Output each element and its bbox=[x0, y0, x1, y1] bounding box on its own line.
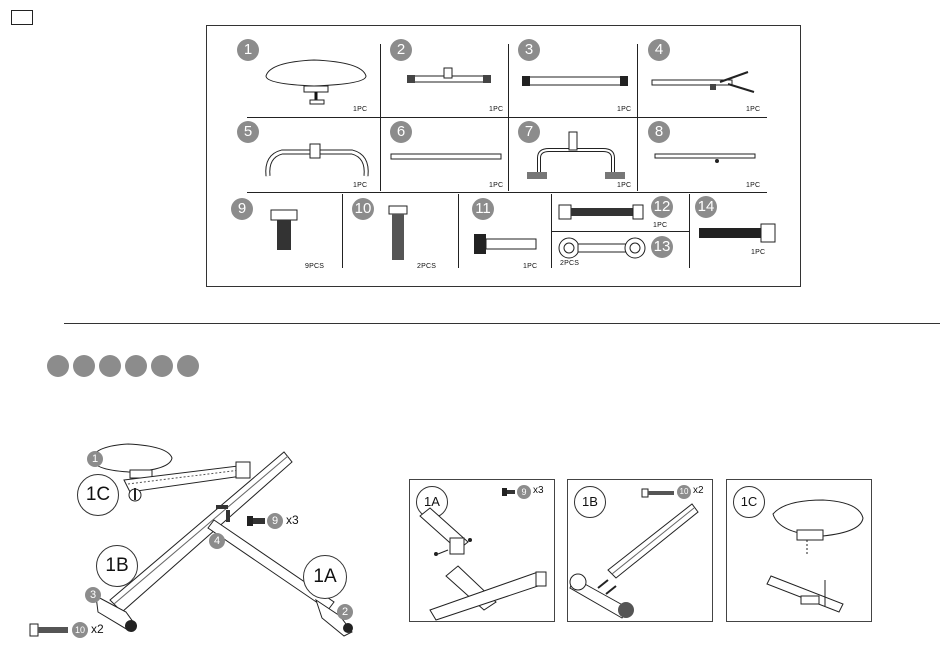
step-1A-callout: 1A bbox=[303, 555, 347, 599]
part-number-badge: 14 bbox=[695, 196, 717, 218]
part-number-badge: 4 bbox=[648, 39, 670, 61]
part-number-badge: 11 bbox=[472, 198, 494, 220]
wrench-icon bbox=[557, 236, 649, 260]
detail-1A-drawing bbox=[410, 480, 554, 621]
detail-box-1A: 1A 9 x3 bbox=[409, 479, 555, 622]
part-badge-10: 10 bbox=[72, 622, 88, 638]
threaded-rod-icon bbox=[557, 202, 647, 222]
part-badge-3: 3 bbox=[85, 587, 101, 603]
detail-box-1B: 1B 10 x2 bbox=[567, 479, 713, 622]
part-badge-1: 1 bbox=[87, 451, 103, 467]
part-qty: 1PC bbox=[746, 182, 760, 189]
support-bar-icon bbox=[653, 152, 759, 166]
rear-stabilizer-icon bbox=[522, 73, 632, 93]
bolt-10-count: x2 bbox=[91, 622, 104, 636]
hex-bolt-icon bbox=[697, 222, 779, 244]
part-qty: 2PCS bbox=[417, 263, 436, 270]
step-1C-callout: 1C bbox=[77, 474, 119, 516]
part-qty: 1PC bbox=[617, 106, 631, 113]
part-qty: 2PCS bbox=[560, 260, 579, 267]
part-number-badge: 13 bbox=[651, 236, 673, 258]
part-qty: 1PC bbox=[523, 263, 537, 270]
part-qty: 1PC bbox=[746, 106, 760, 113]
part-badge-9: 9 bbox=[267, 513, 283, 529]
part-badge-2: 2 bbox=[337, 604, 353, 620]
part-qty: 1PC bbox=[653, 222, 667, 229]
part-qty: 1PC bbox=[617, 182, 631, 189]
part-number-badge: 12 bbox=[651, 196, 673, 218]
front-stabilizer-icon bbox=[407, 66, 497, 91]
detail-1C-drawing bbox=[727, 480, 871, 621]
rail-bar-icon bbox=[389, 152, 504, 162]
main-frame-icon bbox=[650, 68, 765, 98]
step-1B-callout: 1B bbox=[96, 545, 138, 587]
part-number-badge: 8 bbox=[648, 121, 670, 143]
detail-1B-drawing bbox=[568, 480, 712, 621]
part-badge-4: 4 bbox=[209, 533, 225, 549]
part-qty: 1PC bbox=[489, 182, 503, 189]
axle-bolt-icon bbox=[472, 232, 542, 256]
part-number-badge: 3 bbox=[518, 39, 540, 61]
part-qty: 1PC bbox=[751, 249, 765, 256]
foot-pedal-frame-icon bbox=[525, 128, 630, 183]
detail-box-1C: 1C bbox=[726, 479, 872, 622]
part-qty: 1PC bbox=[489, 106, 503, 113]
bolt-9-count: x3 bbox=[286, 513, 299, 527]
